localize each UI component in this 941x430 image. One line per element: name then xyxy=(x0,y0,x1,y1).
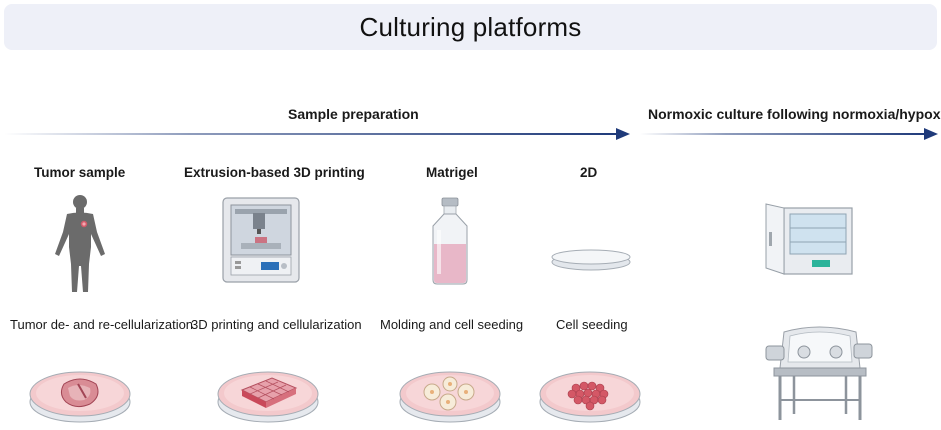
cell-monolayer-dish-icon xyxy=(539,371,641,423)
method-label-matrigel: Molding and cell seeding xyxy=(380,317,524,332)
hypoxia-chamber-icon xyxy=(765,326,873,420)
printed-scaffold-dish-icon xyxy=(217,371,319,423)
method-label-2d: Cell seeding xyxy=(556,317,628,332)
preparation-arrow xyxy=(4,128,630,140)
petri-dish-icon xyxy=(551,249,631,271)
column-title-3d-printing: Extrusion-based 3D printing xyxy=(184,165,365,180)
stage-label-culture: Normoxic culture following normoxia/hypo… xyxy=(648,106,941,122)
human-body-icon xyxy=(55,195,105,292)
column-title-2d: 2D xyxy=(580,165,598,180)
title-banner: Culturing platforms xyxy=(4,4,937,50)
column-title-tumor-sample: Tumor sample xyxy=(34,165,126,180)
incubator-icon xyxy=(765,203,853,275)
method-label-printing: 3D printing and cellularization xyxy=(191,317,362,332)
matrigel-vial-icon xyxy=(432,197,468,285)
3d-printer-icon xyxy=(222,197,300,283)
method-label-tumor: Tumor de- and re-cellularization xyxy=(10,317,194,332)
column-title-matrigel: Matrigel xyxy=(426,165,478,180)
decellularized-tissue-dish-icon xyxy=(29,371,131,423)
stage-label-preparation: Sample preparation xyxy=(288,106,419,122)
page-title: Culturing platforms xyxy=(359,12,582,42)
culture-arrow xyxy=(640,128,938,140)
matrigel-domes-dish-icon xyxy=(399,371,501,423)
